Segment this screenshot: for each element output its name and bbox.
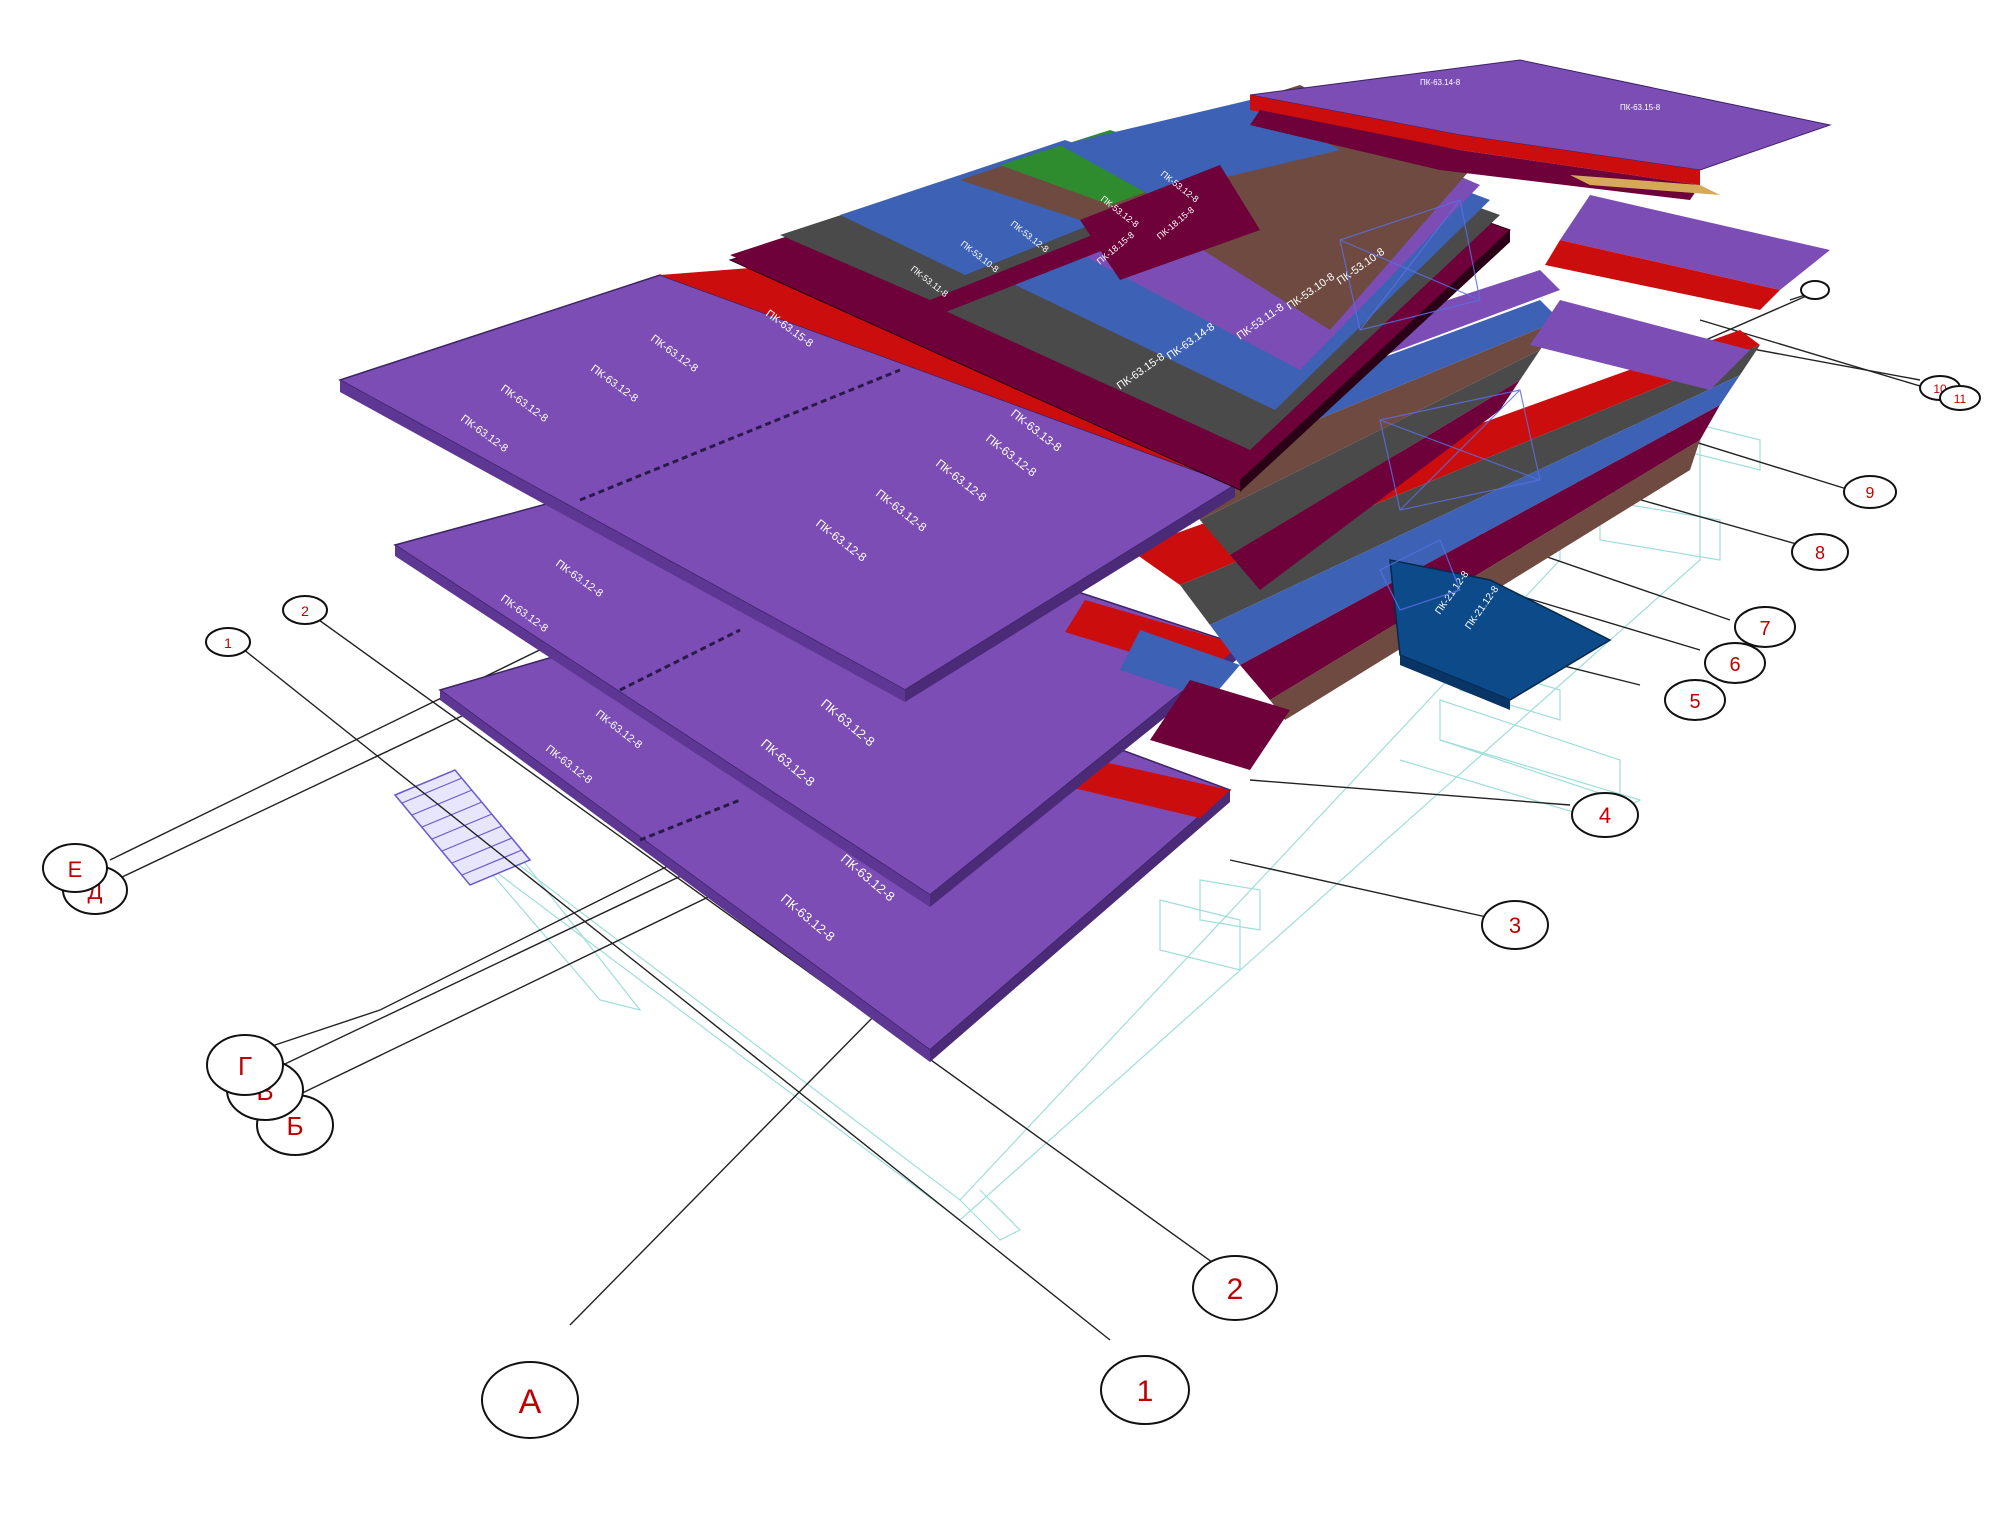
svg-text:11: 11 [1954,392,1967,406]
staircase [393,769,532,886]
axis-bubble-A: А [481,1361,579,1439]
axis-bubble-6: 6 [1704,642,1766,684]
axis-bubble-3: 3 [1481,900,1549,950]
svg-text:Б: Б [286,1111,303,1141]
axis-bubble-4: 4 [1571,792,1639,838]
svg-text:4: 4 [1599,803,1611,828]
middle-deck: ПК-63.12-8 ПК-63.12-8 ПК-63.12-8 ПК-63.1… [393,464,1242,907]
top-deck-back-left: ПК-53.11-8 ПК-53.10-8 ПК-53.12-8 ПК-53.1… [730,100,1340,330]
axis-bubble-7: 7 [1734,606,1796,648]
svg-text:2: 2 [301,603,309,619]
svg-text:2: 2 [1227,1273,1244,1306]
svg-text:1: 1 [1137,1375,1154,1408]
axis-bubble-G: Г [206,1034,284,1096]
axis-bubble-1-bottom: 1 [1100,1355,1190,1425]
svg-text:1: 1 [224,635,232,651]
axis-bubble-5: 5 [1664,679,1726,721]
svg-text:9: 9 [1866,485,1875,502]
svg-text:Е: Е [68,857,83,882]
svg-text:8: 8 [1815,543,1825,563]
axis-bubble-8: 8 [1791,533,1849,571]
top-deck-far: ПК-63.14-8 ПК-63.15-8 [1249,59,1832,200]
axis-bubble-small-top [1800,280,1830,300]
axis-markers: 1 2 3 4 5 6 7 8 [42,280,1981,1439]
top-deck-left: ПК-63.12-8 ПК-63.12-8 ПК-63.12-8 ПК-63.1… [338,268,1260,702]
axis-bubble-2-bottom: 2 [1192,1255,1278,1321]
svg-text:Г: Г [238,1051,252,1081]
slab-label: ПК-63.14-8 [1420,78,1461,87]
svg-text:7: 7 [1759,618,1770,640]
svg-text:А: А [519,1383,542,1421]
bracing-frame [1339,199,1541,611]
axis-bubble-2-top: 2 [282,595,328,625]
svg-text:6: 6 [1729,654,1740,676]
slab-label: ПК-63.15-8 [1620,103,1661,112]
axis-bubble-11: 11 [1939,385,1981,411]
axis-bubble-9: 9 [1843,475,1897,509]
axis-bubble-1-top: 1 [205,627,251,657]
svg-text:5: 5 [1689,691,1700,713]
top-deck-right [1530,195,1830,390]
svg-text:3: 3 [1509,913,1521,938]
axis-bubble-E: Е [42,843,108,893]
